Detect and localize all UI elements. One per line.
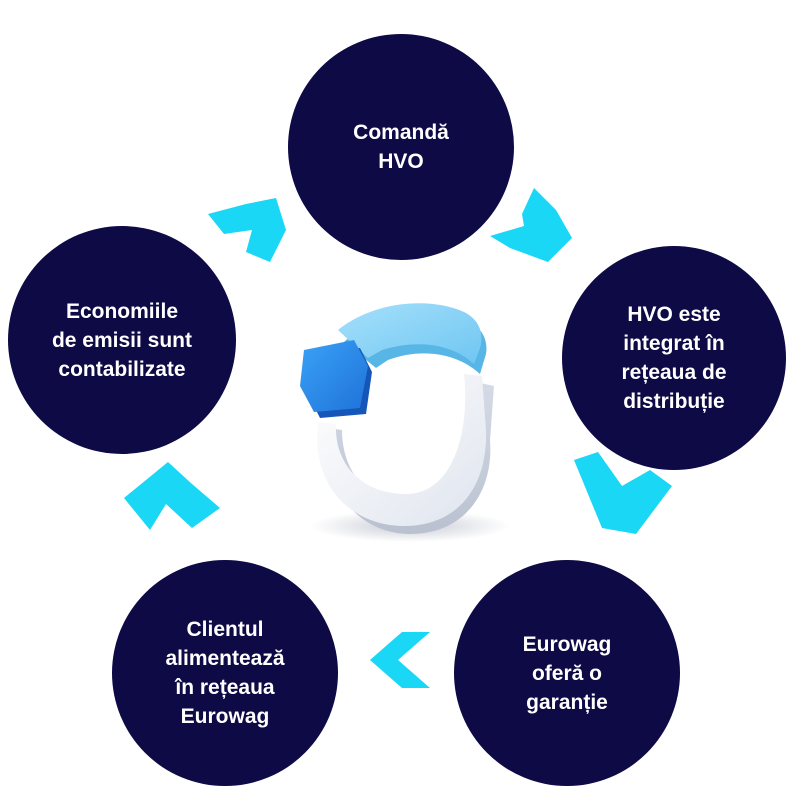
- step-order-hvo: Comandă HVO: [288, 34, 514, 260]
- step-label: Comandă HVO: [353, 121, 449, 173]
- step-label: Eurowag oferă o garanție: [522, 632, 612, 714]
- chevron-right-icon: [208, 198, 286, 262]
- step-eurowag-guarantee: Eurowag oferă o garanție: [454, 560, 680, 786]
- step-client-refuels: Clientul alimentează în rețeaua Eurowag: [112, 560, 338, 786]
- step-label: Economiile de emisii sunt contabilizate: [51, 299, 193, 381]
- step-label: Clientul alimentează în rețeaua Eurowag: [165, 618, 285, 728]
- step-emission-savings: Economiile de emisii sunt contabilizate: [8, 226, 236, 454]
- chevron-right-icon: [490, 188, 572, 262]
- cycle-ring-icon: [300, 303, 510, 542]
- chevron-down-icon: [574, 452, 672, 534]
- chevron-up-icon: [124, 462, 220, 530]
- step-hvo-integrated: HVO este integrat în rețeaua de distribu…: [562, 246, 786, 470]
- step-label: HVO este integrat în rețeaua de distribu…: [621, 303, 727, 413]
- chevron-left-icon: [370, 632, 430, 688]
